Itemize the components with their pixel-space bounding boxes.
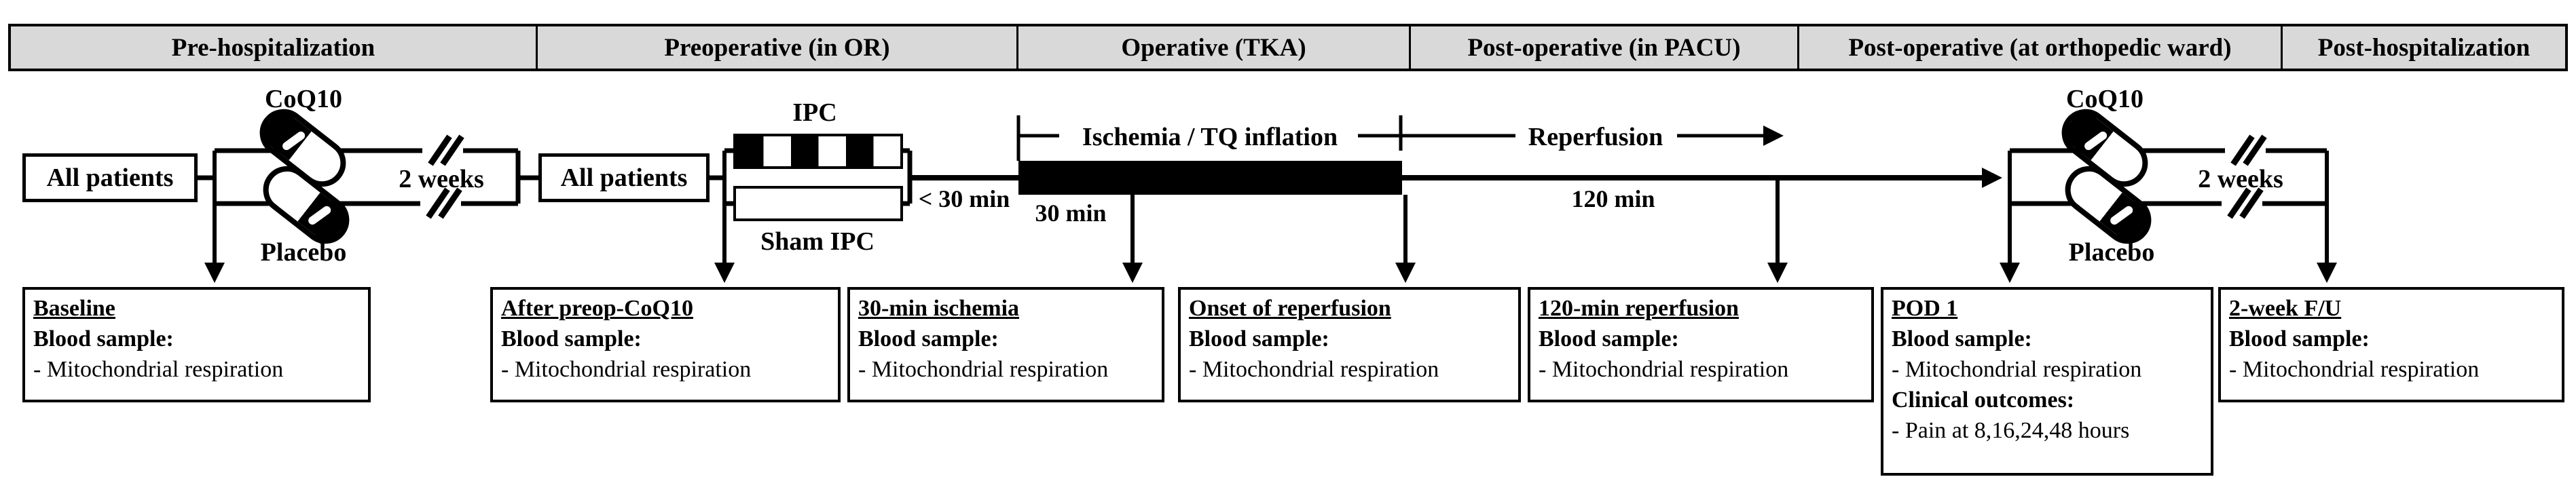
event-box-line: - Mitochondrial respiration [33,357,284,382]
phase-cell-pre-hospitalization: Pre-hospitalization [11,26,538,69]
ischemia-black-bar-icon [1018,161,1402,195]
event-box-line: - Mitochondrial respiration [1892,357,2142,382]
phase-cell-preoperative: Preoperative (in OR) [538,26,1018,69]
break-slashes-icon [426,187,462,219]
left-randomization-branch [198,134,538,283]
event-box-after-preop-coq10: After preop-CoQ10 Blood sample: - Mitoch… [490,287,841,402]
ipc-striped-bar-icon [733,134,903,169]
event-box-title: POD 1 [1892,296,1958,321]
event-box-line: - Mitochondrial respiration [1189,357,1439,382]
two-weeks-label-left: 2 weeks [399,165,484,193]
event-box-line: - Mitochondrial respiration [858,357,1109,382]
event-box-line: Blood sample: [33,326,174,351]
event-box-line: Blood sample: [1892,326,2032,351]
capsule-glint [2082,130,2109,152]
event-box-title: 30-min ischemia [858,296,1020,321]
coq10-label-left: CoQ10 [265,85,342,113]
all-patients-box-1: All patients [22,153,198,202]
placebo-label-left: Placebo [260,238,347,267]
under-30-min-label: < 30 min [918,185,1010,212]
reperfusion-bracket-label: Reperfusion [1528,123,1663,151]
ischemia-reperfusion-bracket [1016,115,1784,161]
coq10-label-right: CoQ10 [2066,85,2143,113]
event-box-onset-reperfusion: Onset of reperfusion Blood sample: - Mit… [1178,287,1521,402]
event-box-title: 2-week F/U [2229,296,2342,321]
capsule-glint [306,204,333,227]
event-box-line: Blood sample: [1189,326,1329,351]
capsule-glint [280,130,307,152]
event-box-120min-reperfusion: 120-min reperfusion Blood sample: - Mito… [1528,287,1874,402]
placebo-label-right: Placebo [2068,238,2155,267]
event-down-arrows [1122,178,1788,283]
right-randomization-branch [2000,134,2337,283]
reperfusion-duration-label: 120 min [1571,185,1655,212]
event-box-line: - Mitochondrial respiration [501,357,752,382]
ipc-label: IPC [792,98,837,127]
ischemia-duration-label: 30 min [1035,199,1107,227]
sham-ipc-bar-icon [733,186,903,221]
phase-cell-post-hospitalization: Post-hospitalization [2317,33,2531,62]
break-slashes-icon [428,134,464,166]
break-slashes-icon [2227,187,2264,219]
break-slashes-icon [2230,134,2267,166]
event-box-baseline: Baseline Blood sample: - Mitochondrial r… [22,287,371,402]
event-box-title: 120-min reperfusion [1539,296,1739,321]
event-box-line: Blood sample: [1539,326,1679,351]
event-box-2week-fu: 2-week F/U Blood sample: - Mitochondrial… [2218,287,2564,402]
ischemia-bracket-label: Ischemia / TQ inflation [1082,123,1338,151]
phase-cell-operative: Operative (TKA) [1018,26,1411,69]
event-box-title: Baseline [33,296,115,321]
two-weeks-label-right: 2 weeks [2198,165,2283,193]
event-box-title: After preop-CoQ10 [501,296,693,321]
event-box-pod1: POD 1 Blood sample: - Mitochondrial resp… [1881,287,2213,476]
event-box-line: Blood sample: [2229,326,2370,351]
event-box-line: Blood sample: [858,326,999,351]
phase-cell-postop-pacu: Post-operative (in PACU) [1411,26,1799,69]
sham-ipc-label: Sham IPC [760,227,875,256]
all-patients-box-2: All patients [538,153,710,202]
event-box-line: - Pain at 8,16,24,48 hours [1892,418,2130,443]
capsule-glint [2108,204,2135,227]
event-box-30min-ischemia: 30-min ischemia Blood sample: - Mitochon… [847,287,1164,402]
phase-cell-postop-ward: Post-operative (at orthopedic ward) [1799,26,2283,69]
event-box-line: Clinical outcomes: [1892,387,2075,413]
event-box-line: Blood sample: [501,326,642,351]
phase-header-bar: Pre-hospitalization Preoperative (in OR)… [8,24,2568,71]
event-box-line: - Mitochondrial respiration [1539,357,1789,382]
ipc-stripe-pattern [736,136,900,166]
event-box-line: - Mitochondrial respiration [2229,357,2480,382]
event-box-title: Onset of reperfusion [1189,296,1391,321]
